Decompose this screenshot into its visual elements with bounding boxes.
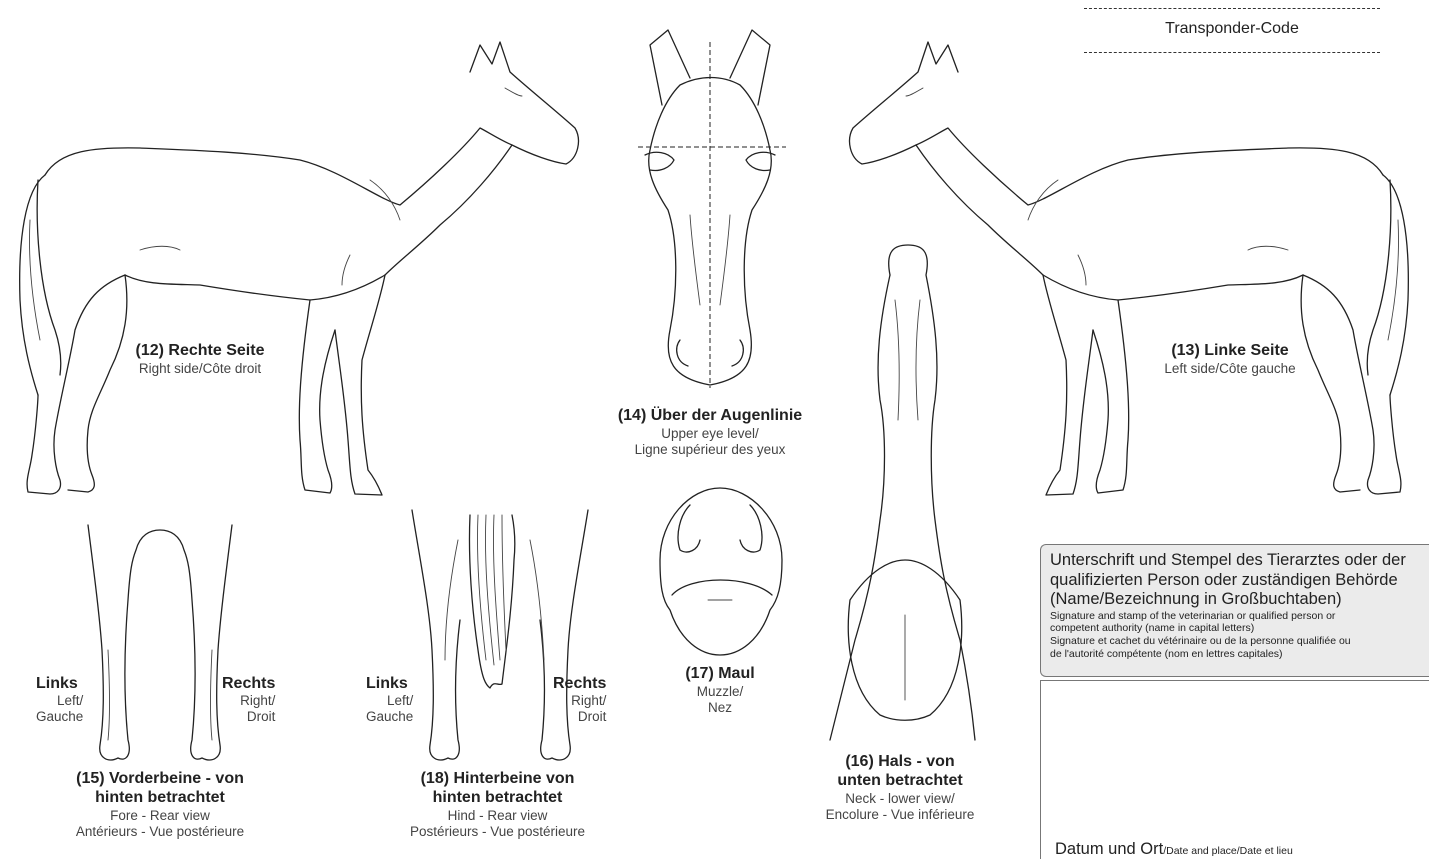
forelegs-left: Left/: [36, 693, 83, 709]
forelegs-caption: (15) Vorderbeine - von hinten betrachtet…: [50, 770, 270, 840]
hindlegs-title-1: (18) Hinterbeine von: [385, 770, 610, 789]
forelegs-subtitle-2: Antérieurs - Vue postérieure: [50, 824, 270, 840]
date-place-field: Datum und Ort/Date and place/Date et lie…: [1055, 840, 1293, 859]
hindlegs-rechts: Rechts: [553, 674, 606, 693]
forelegs-left-marker: Links Left/ Gauche: [36, 674, 83, 726]
right-side-title: (12) Rechte Seite: [110, 342, 290, 361]
neck-subtitle-1: Neck - lower view/: [800, 791, 1000, 807]
signature-en-2: competent authority (name in capital let…: [1050, 622, 1429, 635]
hindlegs-subtitle-2: Postérieurs - Vue postérieure: [385, 824, 610, 840]
forelegs-gauche: Gauche: [36, 709, 83, 725]
hindlegs-title-2: hinten betrachtet: [385, 789, 610, 808]
signature-fr-2: de l'autorité compétente (nom en lettres…: [1050, 648, 1429, 661]
forelegs-right: Right/: [222, 693, 275, 709]
left-side-title: (13) Linke Seite: [1140, 342, 1320, 361]
forelegs-right-marker: Rechts Right/ Droit: [222, 674, 275, 726]
muzzle-title: (17) Maul: [650, 665, 790, 684]
right-side-caption: (12) Rechte Seite Right side/Côte droit: [110, 342, 290, 377]
muzzle-caption: (17) Maul Muzzle/ Nez: [650, 665, 790, 716]
forelegs-droit: Droit: [222, 709, 275, 725]
neck-caption: (16) Hals - von unten betrachtet Neck - …: [800, 753, 1000, 823]
left-side-caption: (13) Linke Seite Left side/Côte gauche: [1140, 342, 1320, 377]
right-side-subtitle: Right side/Côte droit: [110, 361, 290, 377]
transponder-bottom-line: [1084, 52, 1380, 53]
head-front-drawing: [638, 30, 786, 388]
eye-level-subtitle-2: Ligne supérieur des yeux: [590, 442, 830, 458]
hindlegs-right: Right/: [553, 693, 606, 709]
hindlegs-links: Links: [366, 674, 413, 693]
date-place-label: Datum und Ort: [1055, 840, 1163, 858]
forelegs-subtitle-1: Fore - Rear view: [50, 808, 270, 824]
date-place-sublabel: /Date and place/Date et lieu: [1163, 845, 1293, 857]
eye-level-title: (14) Über der Augenlinie: [590, 407, 830, 426]
transponder-code-label: Transponder-Code: [1084, 20, 1380, 38]
horse-right-side-drawing: [20, 42, 579, 495]
signature-stamp-area[interactable]: [1040, 680, 1429, 859]
forelegs-rechts: Rechts: [222, 674, 275, 693]
signature-instructions-box: Unterschrift und Stempel des Tierarztes …: [1040, 544, 1429, 677]
signature-en-1: Signature and stamp of the veterinarian …: [1050, 610, 1429, 623]
transponder-top-line: [1084, 8, 1380, 9]
neck-subtitle-2: Encolure - Vue inférieure: [800, 807, 1000, 823]
muzzle-drawing: [660, 488, 782, 655]
signature-line-3: (Name/Bezeichnung in Großbuchtaben): [1050, 590, 1429, 610]
muzzle-subtitle-1: Muzzle/: [650, 684, 790, 700]
signature-fr-1: Signature et cachet du vétérinaire ou de…: [1050, 635, 1429, 648]
signature-line-1: Unterschrift und Stempel des Tierarztes …: [1050, 551, 1429, 571]
hindlegs-left-marker: Links Left/ Gauche: [366, 674, 413, 726]
hindlegs-subtitle-1: Hind - Rear view: [385, 808, 610, 824]
forelegs-rear-drawing: [88, 525, 232, 760]
hindlegs-gauche: Gauche: [366, 709, 413, 725]
hindlegs-left: Left/: [366, 693, 413, 709]
neck-title-1: (16) Hals - von: [800, 753, 1000, 772]
signature-line-2: qualifizierten Person oder zuständigen B…: [1050, 571, 1429, 591]
forelegs-title-1: (15) Vorderbeine - von: [50, 770, 270, 789]
neck-title-2: unten betrachtet: [800, 772, 1000, 791]
eye-level-caption: (14) Über der Augenlinie Upper eye level…: [590, 407, 830, 458]
hindlegs-droit: Droit: [553, 709, 606, 725]
horse-left-side-drawing: [850, 42, 1409, 495]
neck-lower-drawing: [830, 245, 975, 740]
forelegs-title-2: hinten betrachtet: [50, 789, 270, 808]
forelegs-links: Links: [36, 674, 83, 693]
muzzle-subtitle-2: Nez: [650, 700, 790, 716]
eye-level-subtitle-1: Upper eye level/: [590, 426, 830, 442]
hindlegs-right-marker: Rechts Right/ Droit: [553, 674, 606, 726]
hindlegs-caption: (18) Hinterbeine von hinten betrachtet H…: [385, 770, 610, 840]
left-side-subtitle: Left side/Côte gauche: [1140, 361, 1320, 377]
